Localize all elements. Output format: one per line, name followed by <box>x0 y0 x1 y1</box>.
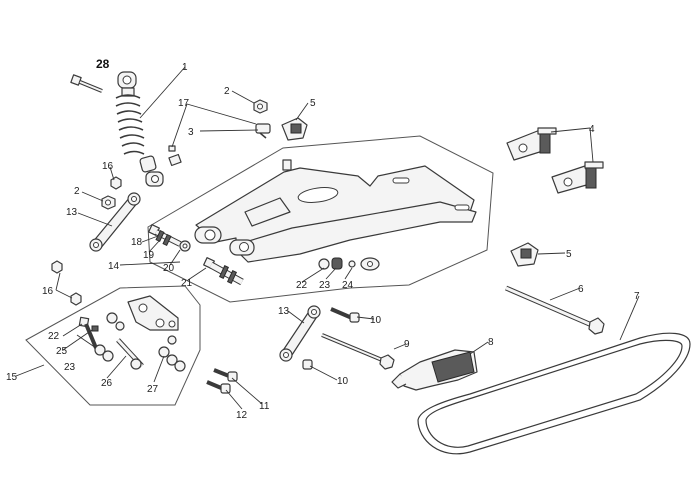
callout-17: 17 <box>178 98 190 109</box>
callout-5-lower: 5 <box>566 249 572 260</box>
linkage-rocker-arm <box>127 295 179 331</box>
linkage-bolt-26 <box>116 338 144 370</box>
rear-shock-absorber <box>115 71 164 187</box>
callout-2-left: 2 <box>74 186 80 197</box>
link-13-upper <box>89 192 141 252</box>
swing-arm <box>194 159 477 263</box>
callout-24: 24 <box>342 280 354 291</box>
callout-23-upper: 23 <box>319 280 331 291</box>
chain-adjuster-4-upper <box>506 127 557 161</box>
chain-adjuster-4-lower <box>551 161 604 194</box>
callout-16-upper: 16 <box>102 161 114 172</box>
rear-axle-6 <box>505 285 605 335</box>
callout-5-upper: 5 <box>310 98 316 109</box>
callout-13-lower: 13 <box>278 306 290 317</box>
callout-23-lower: 23 <box>64 362 76 373</box>
callout-15: 15 <box>6 372 18 383</box>
linkage-bushings-27 <box>158 335 186 372</box>
nut-2-upper <box>253 99 268 114</box>
callout-8: 8 <box>488 337 494 348</box>
callout-20: 20 <box>163 263 175 274</box>
callout-12: 12 <box>236 410 248 421</box>
leader-lines <box>15 66 640 410</box>
bracket-5-upper <box>281 117 308 141</box>
linkage-group-outline <box>25 285 201 406</box>
bolt-28 <box>70 74 103 93</box>
callout-10-lower: 10 <box>337 376 349 387</box>
callout-19: 19 <box>143 250 155 261</box>
callout-28: 28 <box>96 57 110 71</box>
callout-10-upper: 10 <box>370 315 382 326</box>
link-13-lower <box>279 305 321 362</box>
swingarm-group-outline <box>147 135 494 303</box>
callout-22-upper: 22 <box>296 280 308 291</box>
nut-16-lower-b <box>70 292 82 306</box>
drive-chain-7 <box>417 332 691 455</box>
callout-14: 14 <box>108 261 120 272</box>
callout-9: 9 <box>404 339 410 350</box>
callout-21: 21 <box>181 278 193 289</box>
callout-26: 26 <box>101 378 113 389</box>
callout-27: 27 <box>147 384 159 395</box>
callout-4: 4 <box>589 124 595 135</box>
bolt-3 <box>255 123 271 139</box>
callout-13-upper: 13 <box>66 207 78 218</box>
nut-2-left <box>101 195 116 210</box>
clip-17 <box>168 145 182 167</box>
callout-16-lower: 16 <box>42 286 54 297</box>
callout-22-lower: 22 <box>48 331 60 342</box>
axle-9 <box>321 333 395 370</box>
bolt-12 <box>206 380 231 394</box>
callout-25: 25 <box>56 346 68 357</box>
bolt-10-upper <box>330 307 360 323</box>
callout-7: 7 <box>634 291 640 302</box>
linkage-bushings-22-23-25 <box>78 312 125 362</box>
pivot-bushings-18-19-20 <box>148 224 191 252</box>
callout-11: 11 <box>259 401 270 412</box>
bracket-5-lower <box>510 242 539 267</box>
nut-16-lower-a <box>51 260 63 274</box>
callout-1: 1 <box>182 62 188 73</box>
bolt-21-bushings <box>203 257 244 286</box>
callout-18: 18 <box>131 237 143 248</box>
bolt-11 <box>213 368 238 382</box>
callout-6: 6 <box>578 284 584 295</box>
bolt-10-lower <box>302 359 313 370</box>
callout-2-upper: 2 <box>224 86 230 97</box>
bushings-22-23-24 <box>318 257 380 271</box>
nut-16-upper <box>110 176 122 190</box>
chain-guide-8 <box>391 349 478 391</box>
callout-3: 3 <box>188 127 194 138</box>
